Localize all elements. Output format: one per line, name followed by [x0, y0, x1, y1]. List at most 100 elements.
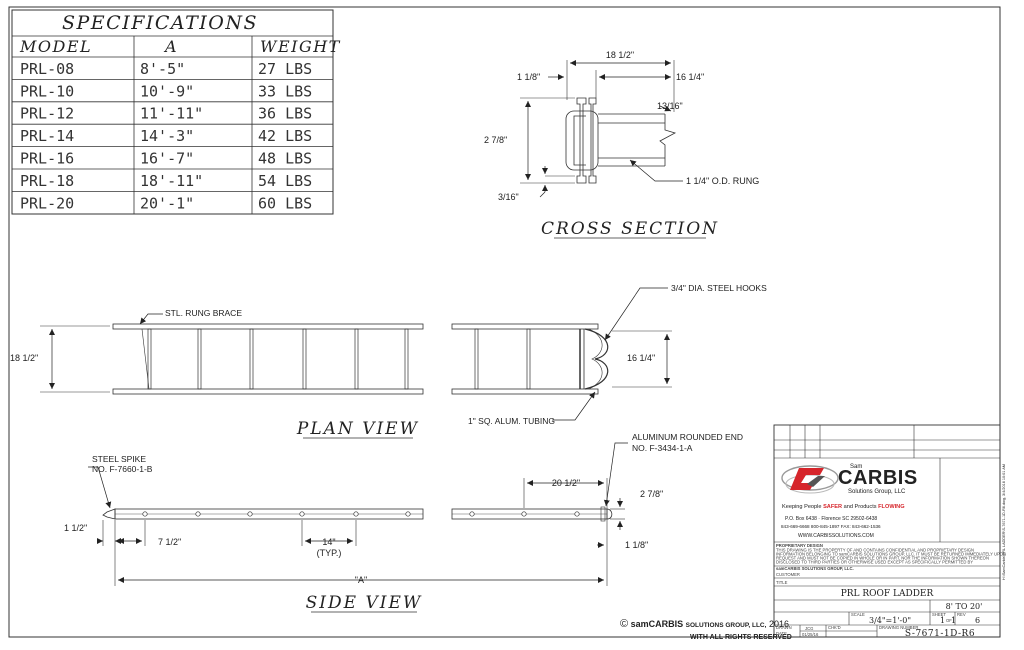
- spec-cell: 16'-7": [140, 150, 194, 168]
- tagline-flowing: FLOWING: [878, 504, 904, 510]
- rung-hole: [469, 511, 475, 517]
- rung-hole: [142, 511, 148, 517]
- proprietary-line-3: REQUEST AND MUST NOT BE COPIED IN WHOLE …: [776, 556, 989, 561]
- sheet-of: OF: [946, 618, 952, 623]
- spec-table-title: SPECIFICATIONS: [62, 12, 258, 34]
- ladder-rung: [474, 328, 479, 390]
- spec-cell: 48 LBS: [258, 150, 312, 168]
- plan-view: [40, 323, 672, 395]
- spec-cell: 8'-5": [140, 60, 185, 78]
- scale-label: SCALE: [851, 612, 865, 617]
- plan-dim-hook-width: 16 1/4": [627, 353, 655, 363]
- spec-cell: 27 LBS: [258, 60, 312, 78]
- tagline-safer: SAFER: [823, 504, 842, 510]
- spec-cell: 10'-9": [140, 82, 194, 100]
- file-path-note: H:\SamCarbis\PRL LADDER\S-7671-1D-R6.dwg…: [1002, 464, 1006, 580]
- proprietary-line-4: DISCLOSED TO THIRD PARTIES OR OTHERWISE …: [776, 560, 973, 565]
- svg-text:© samCARBIS SOLUTI: © samCARBIS SOLUTIONS GROUP, LLC, 2016: [620, 618, 789, 630]
- sheet-total: 1: [951, 616, 956, 625]
- spec-cell: 20'-1": [140, 194, 194, 212]
- revision-number: 6: [975, 616, 980, 625]
- cs-dim-inner: 16 1/4": [676, 72, 704, 82]
- side-dim-spike: 1 1/2": [64, 523, 87, 533]
- plan-label-hooks: 3/4" DIA. STEEL HOOKS: [671, 283, 767, 293]
- copyright-company-suffix: SOLUTIONS GROUP, LLC,: [686, 622, 767, 629]
- svg-text:Keeping People SAFER: Keeping People SAFER and Products FLOWIN…: [782, 504, 905, 510]
- cs-dim-flange: 1 1/8": [517, 72, 540, 82]
- rung-hole: [521, 511, 527, 517]
- rung-hole: [574, 511, 580, 517]
- checked-label: CHK'D: [828, 625, 841, 630]
- sheet-border: [8, 6, 1001, 638]
- spec-header-cell: A: [163, 37, 178, 56]
- drawing-scale: 3/4"=1'-0": [869, 616, 911, 625]
- cross-section-dimensions: [525, 60, 683, 198]
- copyright-year: 2016: [769, 619, 789, 629]
- plan-view-dimensions: [49, 287, 670, 421]
- tagline-pre: Keeping People: [782, 504, 822, 510]
- logo-name: CARBIS: [838, 467, 918, 489]
- sheet-label: SHEET: [932, 612, 946, 617]
- drawing-number: S-7671-1D-R6: [905, 629, 975, 639]
- date-label: DATE: [776, 631, 787, 636]
- side-label-spike-1: STEEL SPIKE: [92, 454, 146, 464]
- copyright-company: samCARBIS: [631, 619, 684, 629]
- spec-cell: 33 LBS: [258, 82, 312, 100]
- side-dim-height: 2 7/8": [640, 489, 663, 499]
- spec-cell: 42 LBS: [258, 127, 312, 145]
- copyright-rights: WITH ALL RIGHTS RESERVED: [690, 634, 792, 641]
- side-dim-end: 20 1/2": [552, 478, 580, 488]
- side-label-spike-2: NO. F-7660-1-B: [92, 464, 153, 474]
- spec-cell: PRL-08: [20, 60, 74, 78]
- drawing-range: 8' TO 20': [946, 602, 983, 611]
- drawn-label: DRAWN: [776, 625, 792, 630]
- cs-dim-height: 2 7/8": [484, 135, 507, 145]
- plan-label-tubing: 1" SQ. ALUM. TUBING: [468, 416, 555, 426]
- sheet-number: 1: [940, 616, 945, 625]
- tagline-mid: and Products: [844, 504, 877, 510]
- proprietary-line-5: samCARBIS SOLUTIONS GROUP, LLC.: [776, 566, 854, 571]
- side-dim-spacing: 14": [322, 537, 335, 547]
- ladder-rung: [249, 328, 254, 390]
- spec-cell: PRL-14: [20, 127, 74, 145]
- proprietary-line-1: THIS DRAWING IS THE PROPERTY OF AND CONT…: [776, 548, 974, 553]
- side-dim-spacing-note: (TYP.): [317, 548, 342, 558]
- drawing-number-label: DRAWING NUMBER: [879, 625, 918, 630]
- cross-section-title: CROSS SECTION: [541, 219, 719, 239]
- carbis-logo-mark-icon: [781, 465, 839, 494]
- customer-label: CUSTOMER: [776, 572, 800, 577]
- plan-view-title: PLAN VIEW: [296, 419, 419, 439]
- cs-dim-bottom: 3/16": [498, 192, 519, 202]
- proprietary-line-2: INFORMATION BELONGING TO samCARBIS SOLUT…: [776, 552, 1006, 557]
- side-dim-first-hole: 7 1/2": [158, 537, 181, 547]
- spec-cell: PRL-20: [20, 194, 74, 212]
- side-label-end-2: NO. F-3434-1-A: [632, 443, 693, 453]
- ladder-rung: [404, 328, 409, 390]
- rung-hole: [247, 511, 253, 517]
- ladder-rung: [302, 328, 307, 390]
- spec-cell: 11'-11": [140, 105, 203, 123]
- side-view-title: SIDE VIEW: [306, 593, 423, 613]
- spec-cell: PRL-16: [20, 150, 74, 168]
- cs-dim-overall: 18 1/2": [606, 50, 634, 60]
- side-view: [102, 478, 625, 586]
- drawn-by: JCG: [805, 626, 813, 631]
- rung-hole: [195, 511, 201, 517]
- cs-rung-label: 1 1/4" O.D. RUNG: [686, 176, 759, 186]
- rung-hole: [405, 511, 411, 517]
- proprietary-heading: PROPRIETARY DESIGN: [776, 543, 823, 548]
- spec-cell: 14'-3": [140, 127, 194, 145]
- company-phones: 843-669-6668 800-845-1897 FAX: 843-662-1…: [781, 524, 881, 529]
- title-label: TITLE: [776, 580, 788, 585]
- copyright-notice: © samCARBIS SOLUTIONS GROUP, LLC, 2016 W…: [620, 618, 792, 641]
- cs-dim-rung-offset: 13/16": [657, 101, 683, 111]
- drawn-date: 01/25/16: [802, 632, 819, 637]
- ladder-rung: [147, 328, 152, 390]
- rung-hole: [353, 511, 359, 517]
- logo-tagline-company: Solutions Group, LLC: [848, 489, 906, 495]
- rung-hole: [299, 511, 305, 517]
- side-dim-overall: "A": [355, 575, 367, 585]
- company-address: P.O. Box 6438 · Florence SC 29502-6438: [785, 516, 877, 522]
- title-block: [773, 424, 1001, 638]
